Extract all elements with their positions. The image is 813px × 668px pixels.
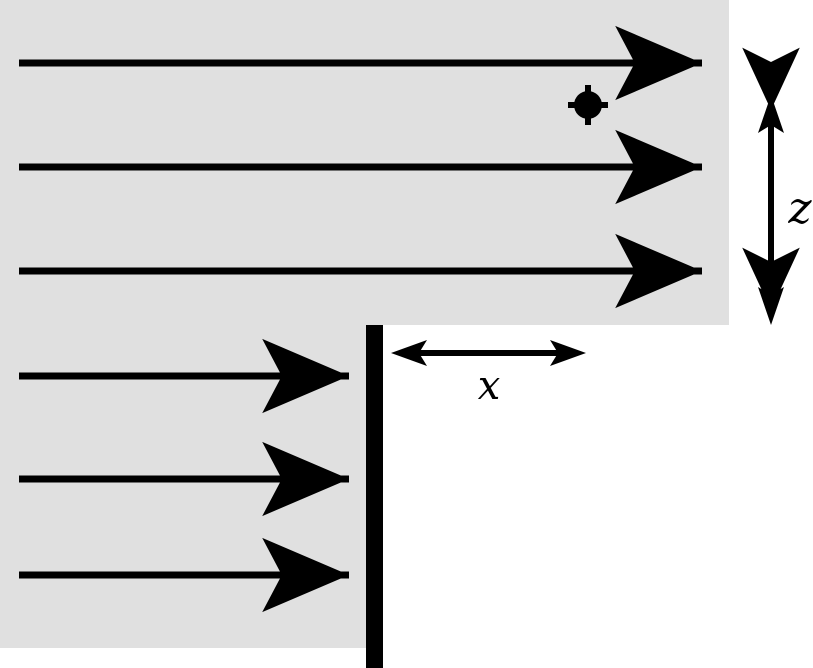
dimension-x-head-right (550, 340, 586, 366)
upper-fluid-region (0, 0, 729, 325)
fluid-regions (0, 0, 729, 648)
lower-flow-arrows (19, 338, 349, 613)
upper-flow-arrows (19, 25, 702, 309)
vector-dot-icon (574, 91, 602, 119)
dimension-z-head-top (758, 95, 784, 133)
dimension-z-label: z (787, 183, 812, 234)
out-of-page-vector-symbol (568, 85, 608, 125)
dimension-z: z (742, 47, 812, 325)
dimension-x-head-left (391, 340, 427, 366)
dimension-x: x (391, 340, 586, 409)
dimension-z-head-bottom (758, 287, 784, 325)
flat-plate (366, 325, 383, 668)
dimension-x-label: x (478, 363, 501, 409)
